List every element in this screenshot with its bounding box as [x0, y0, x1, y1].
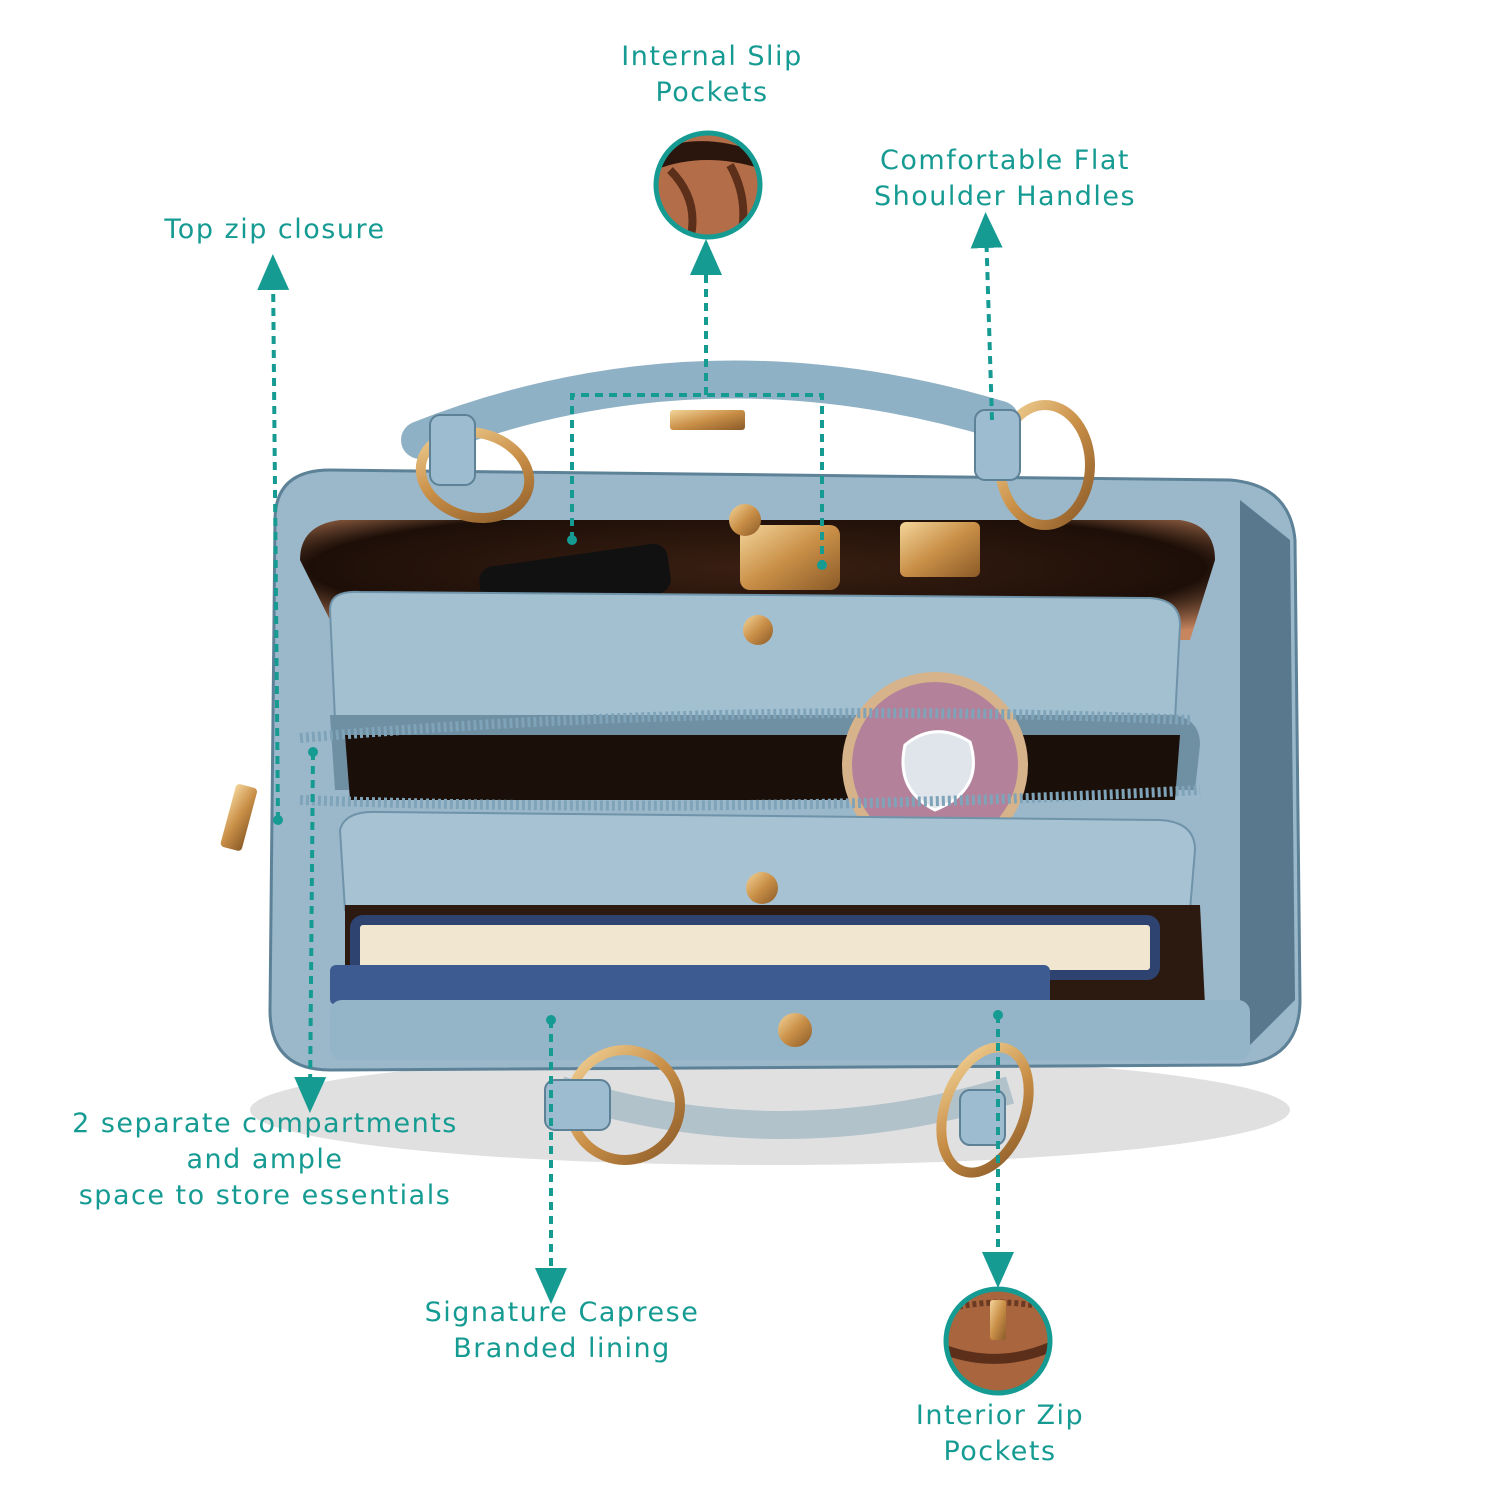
zip-compartment-inside [345, 735, 1180, 800]
magnetic-button-bottom [778, 1013, 812, 1047]
zipper-pull [220, 784, 258, 851]
callout-comfortable-handles: Comfortable Flat Shoulder Handles [865, 143, 1145, 215]
zipper-track-bottom [299, 785, 1201, 811]
magnetic-button-top [743, 615, 773, 645]
compartment-one-flap [328, 590, 1182, 721]
ring-bottom-right [936, 1042, 1034, 1178]
connector-dots [273, 535, 1003, 1025]
callout-line: Branded lining [453, 1333, 671, 1364]
callout-line: Internal Slip [621, 41, 803, 72]
compact-mirror-emblem [901, 730, 975, 812]
callout-interior-zip-pockets: Interior Zip Pockets [895, 1398, 1105, 1470]
detail-circle-zip-pockets [943, 1286, 1053, 1396]
connector-slip-pockets [570, 393, 824, 565]
connector-compartments [294, 751, 327, 1113]
bag-dark-edge [1240, 500, 1295, 1055]
callout-connectors [257, 212, 1014, 1304]
lipstick-cap [900, 522, 980, 577]
callout-line: Pockets [655, 77, 769, 108]
callout-top-zip-closure: Top zip closure [150, 212, 400, 248]
compartment-two-flap [338, 810, 1197, 911]
lipstick-item [740, 525, 840, 590]
magnetic-button-back [729, 504, 761, 536]
notebook-cover [330, 965, 1050, 1005]
connector-top-zip [257, 254, 290, 821]
detail-circle-slip-pockets [653, 130, 763, 240]
callout-line: Signature Caprese [424, 1297, 700, 1328]
zipper-track-top [299, 708, 1191, 743]
strap-tab-top-right [974, 409, 1021, 481]
callout-compartments: 2 separate compartments and ample space … [60, 1106, 470, 1214]
callout-line: Shoulder Handles [873, 181, 1137, 212]
ring-top-left [415, 427, 535, 523]
callout-line: space to store essentials [78, 1180, 452, 1211]
callout-line: Top zip closure [164, 214, 386, 245]
callout-line: 2 separate compartments [72, 1108, 458, 1139]
callout-branded-lining: Signature Caprese Branded lining [412, 1295, 712, 1367]
callout-line: Comfortable Flat [880, 145, 1130, 176]
callout-line: and ample [186, 1144, 344, 1175]
callout-line: Interior Zip [915, 1400, 1085, 1431]
handle-strap-top [401, 360, 1019, 459]
strap-tab-bottom-right [959, 1089, 1006, 1146]
callout-internal-slip-pockets: Internal Slip Pockets [612, 39, 812, 111]
callout-line: Pockets [943, 1436, 1057, 1467]
strap-tab-bottom-left [544, 1079, 611, 1131]
strap-tab-top-left [429, 414, 476, 486]
connector-handles [970, 212, 1003, 421]
brand-plate [670, 410, 745, 430]
magnetic-button-middle [746, 872, 778, 904]
